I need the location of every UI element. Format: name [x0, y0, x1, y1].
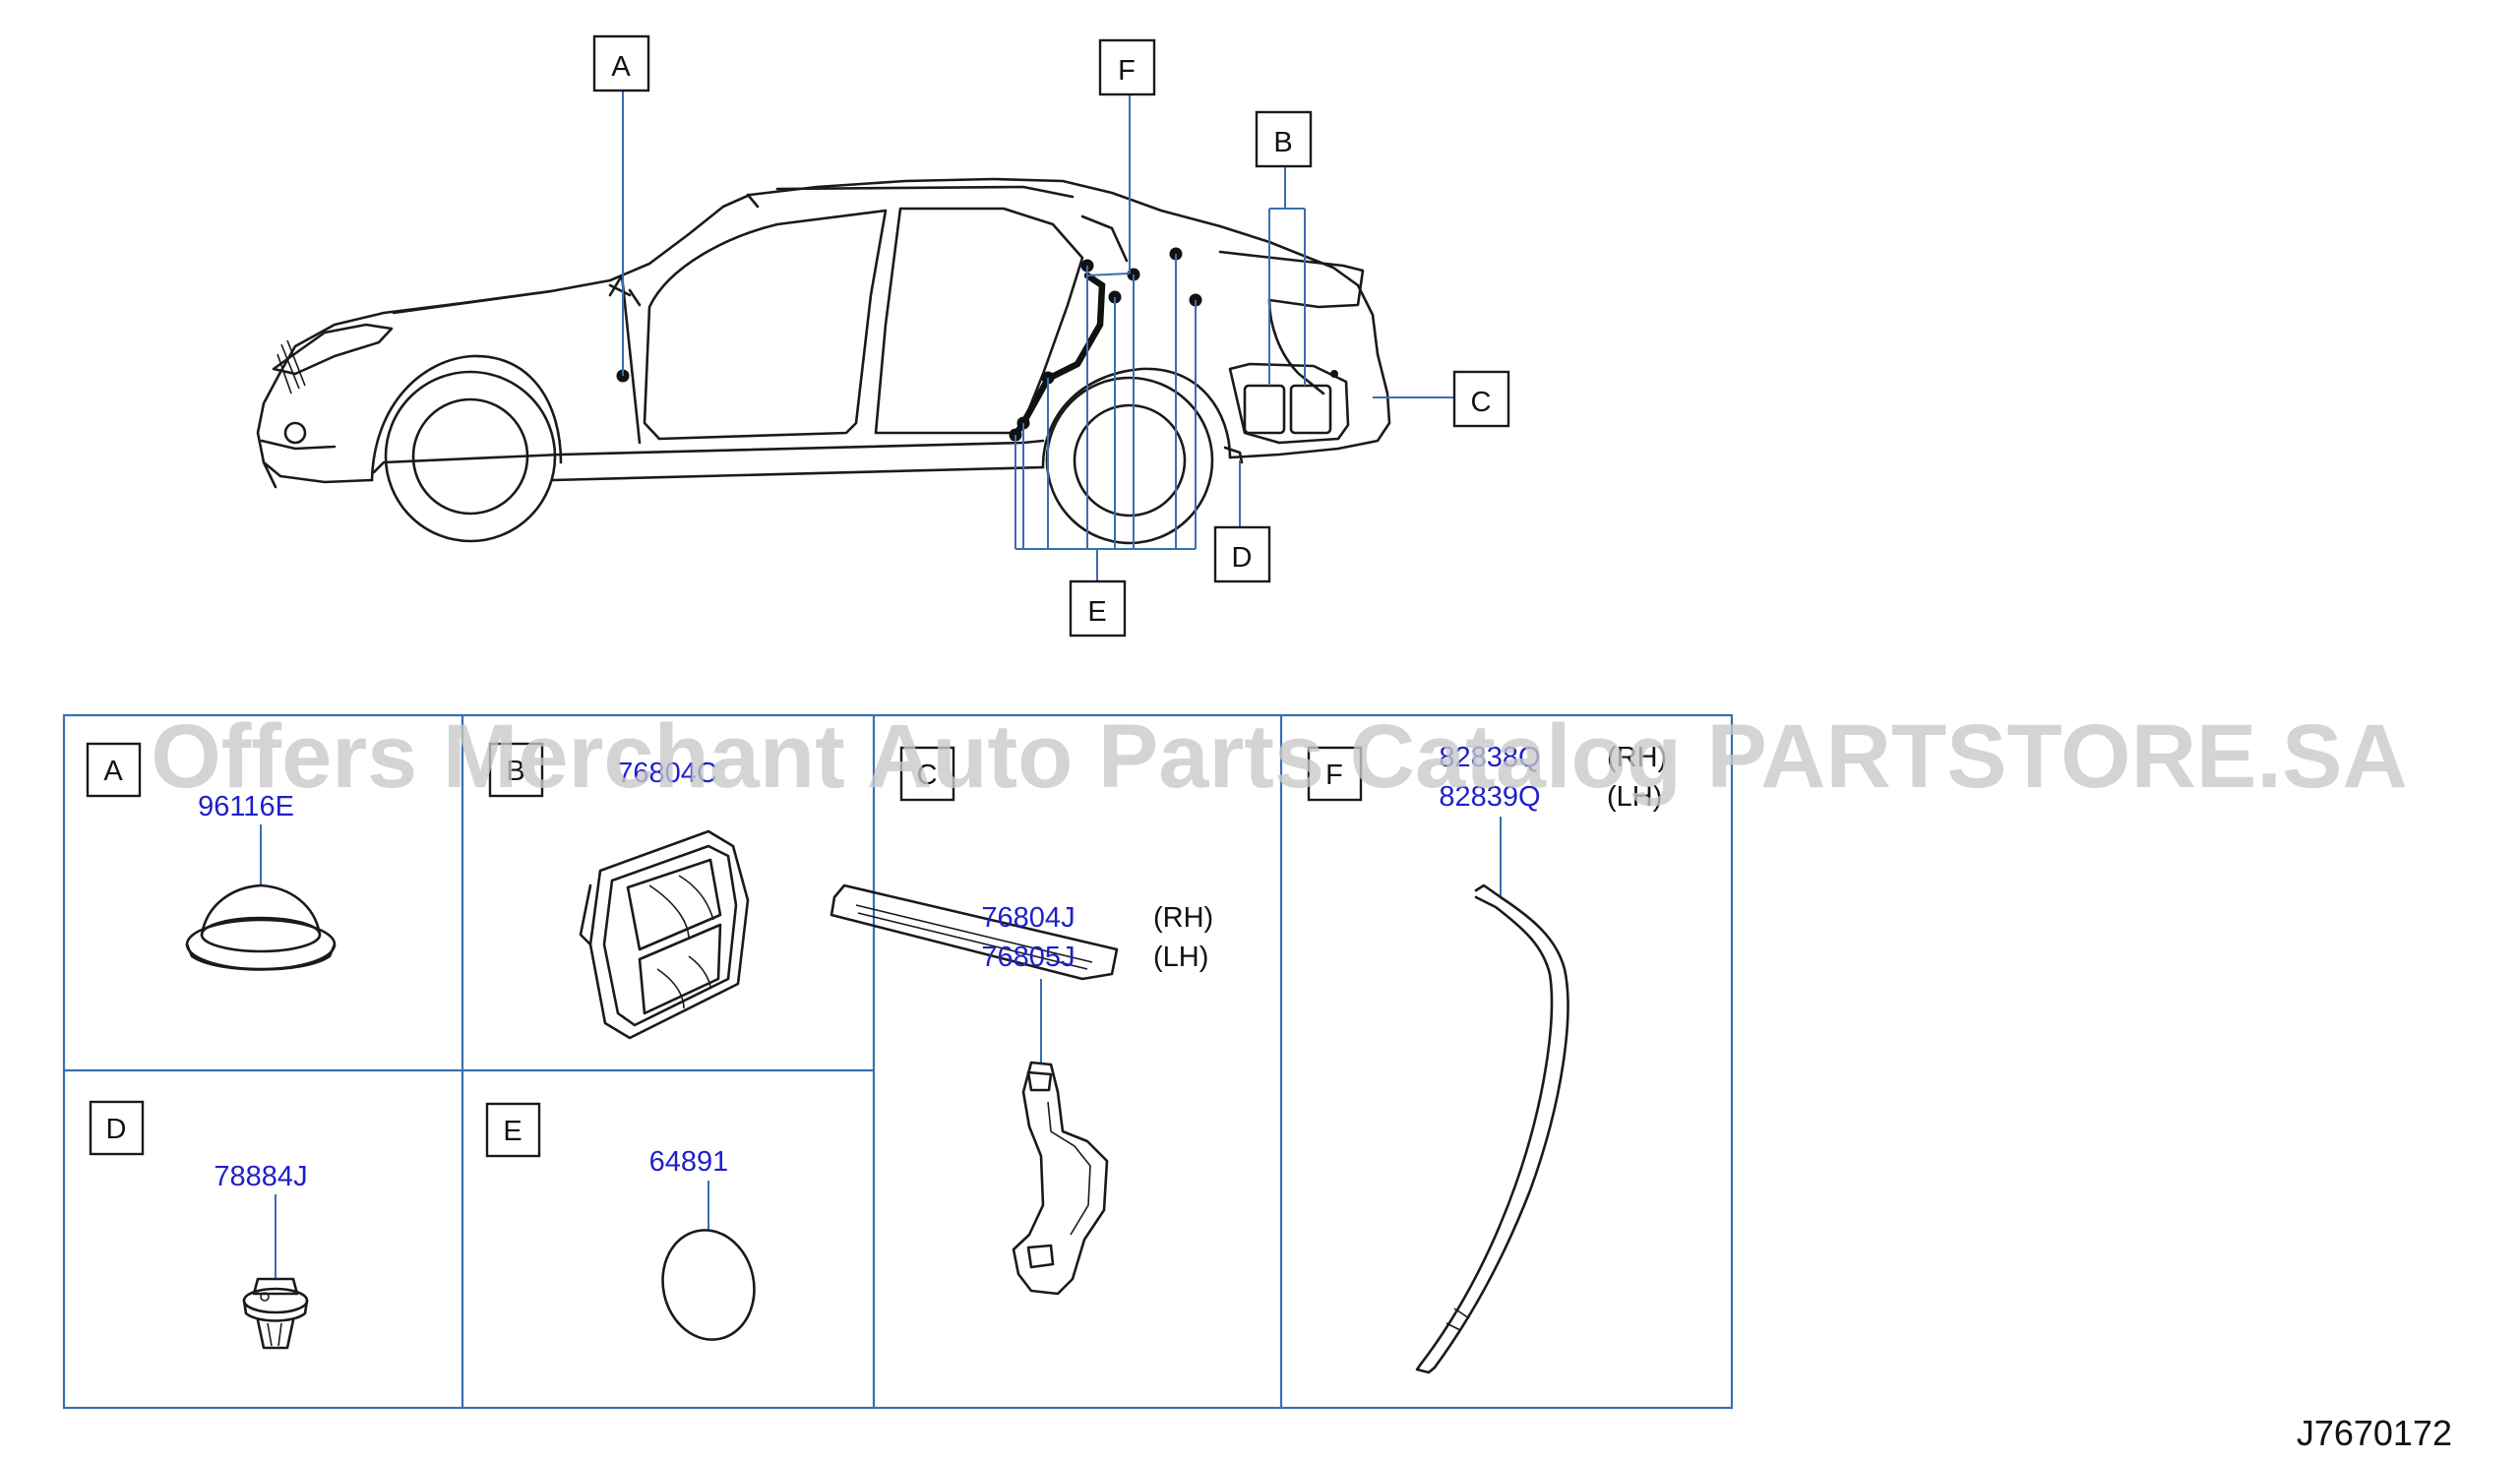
callout-box-d: D	[1213, 525, 1271, 583]
callout-box-b: B	[1255, 110, 1313, 168]
part-number-82839q: 82839Q	[1439, 781, 1540, 813]
bracket-part	[1012, 1061, 1109, 1296]
parts-grid	[62, 713, 1734, 1410]
callout-box-c: C	[1452, 370, 1510, 428]
plug-part	[661, 1229, 756, 1341]
weatherstrip-part	[1415, 883, 1569, 1374]
panel-letter-f: F	[1325, 760, 1343, 791]
part-side-82839q: (LH)	[1607, 781, 1662, 813]
car-illustration	[256, 177, 1391, 545]
callout-label-b: B	[1273, 127, 1292, 158]
panel-letter-a: A	[103, 756, 123, 787]
callout-label-c: C	[1471, 387, 1492, 418]
callout-label-f: F	[1118, 55, 1136, 87]
trim-strip-part	[830, 883, 1119, 981]
part-number-76804c: 76804C	[617, 758, 717, 789]
panel-letter-e: E	[503, 1116, 522, 1147]
panel-d: D 78884J	[89, 1100, 309, 1350]
part-number-76805j: 76805J	[981, 942, 1075, 973]
diagram-code: J7670172	[2297, 1413, 2452, 1453]
panel-e: E 64891	[485, 1102, 756, 1341]
callout-box-a: A	[592, 34, 650, 92]
part-number-82838q: 82838Q	[1439, 742, 1540, 773]
panel-letter-c: C	[917, 760, 938, 791]
air-vent-part	[579, 829, 750, 1040]
panel-b: B 76804C	[488, 742, 750, 1040]
part-number-96116e: 96116E	[198, 791, 294, 822]
callout-label-e: E	[1087, 596, 1106, 628]
part-number-64891: 64891	[649, 1146, 729, 1178]
panel-a: A 96116E	[86, 742, 337, 971]
callout-label-a: A	[611, 51, 631, 83]
part-number-76804j: 76804J	[981, 902, 1075, 934]
grommet-part	[185, 883, 337, 971]
panel-letter-d: D	[106, 1114, 127, 1145]
watermark-text: Offers Merchant Auto Parts Catalog PARTS…	[151, 706, 2408, 807]
part-number-78884j: 78884J	[214, 1161, 307, 1192]
callout-leaders	[622, 91, 1454, 586]
panel-c: C 76804J (RH) 76805J (LH)	[830, 746, 1213, 1296]
panel-f: F 82838Q (RH) 82839Q (LH)	[1307, 742, 1667, 1374]
callout-box-f: F	[1098, 38, 1156, 96]
callout-label-d: D	[1232, 542, 1253, 574]
callout-box-e: E	[1069, 579, 1127, 638]
part-side-82838q: (RH)	[1607, 742, 1667, 773]
clip-part	[242, 1277, 309, 1350]
part-side-76804j: (RH)	[1153, 902, 1213, 934]
panel-letter-b: B	[506, 756, 524, 787]
part-side-76805j: (LH)	[1153, 942, 1208, 973]
